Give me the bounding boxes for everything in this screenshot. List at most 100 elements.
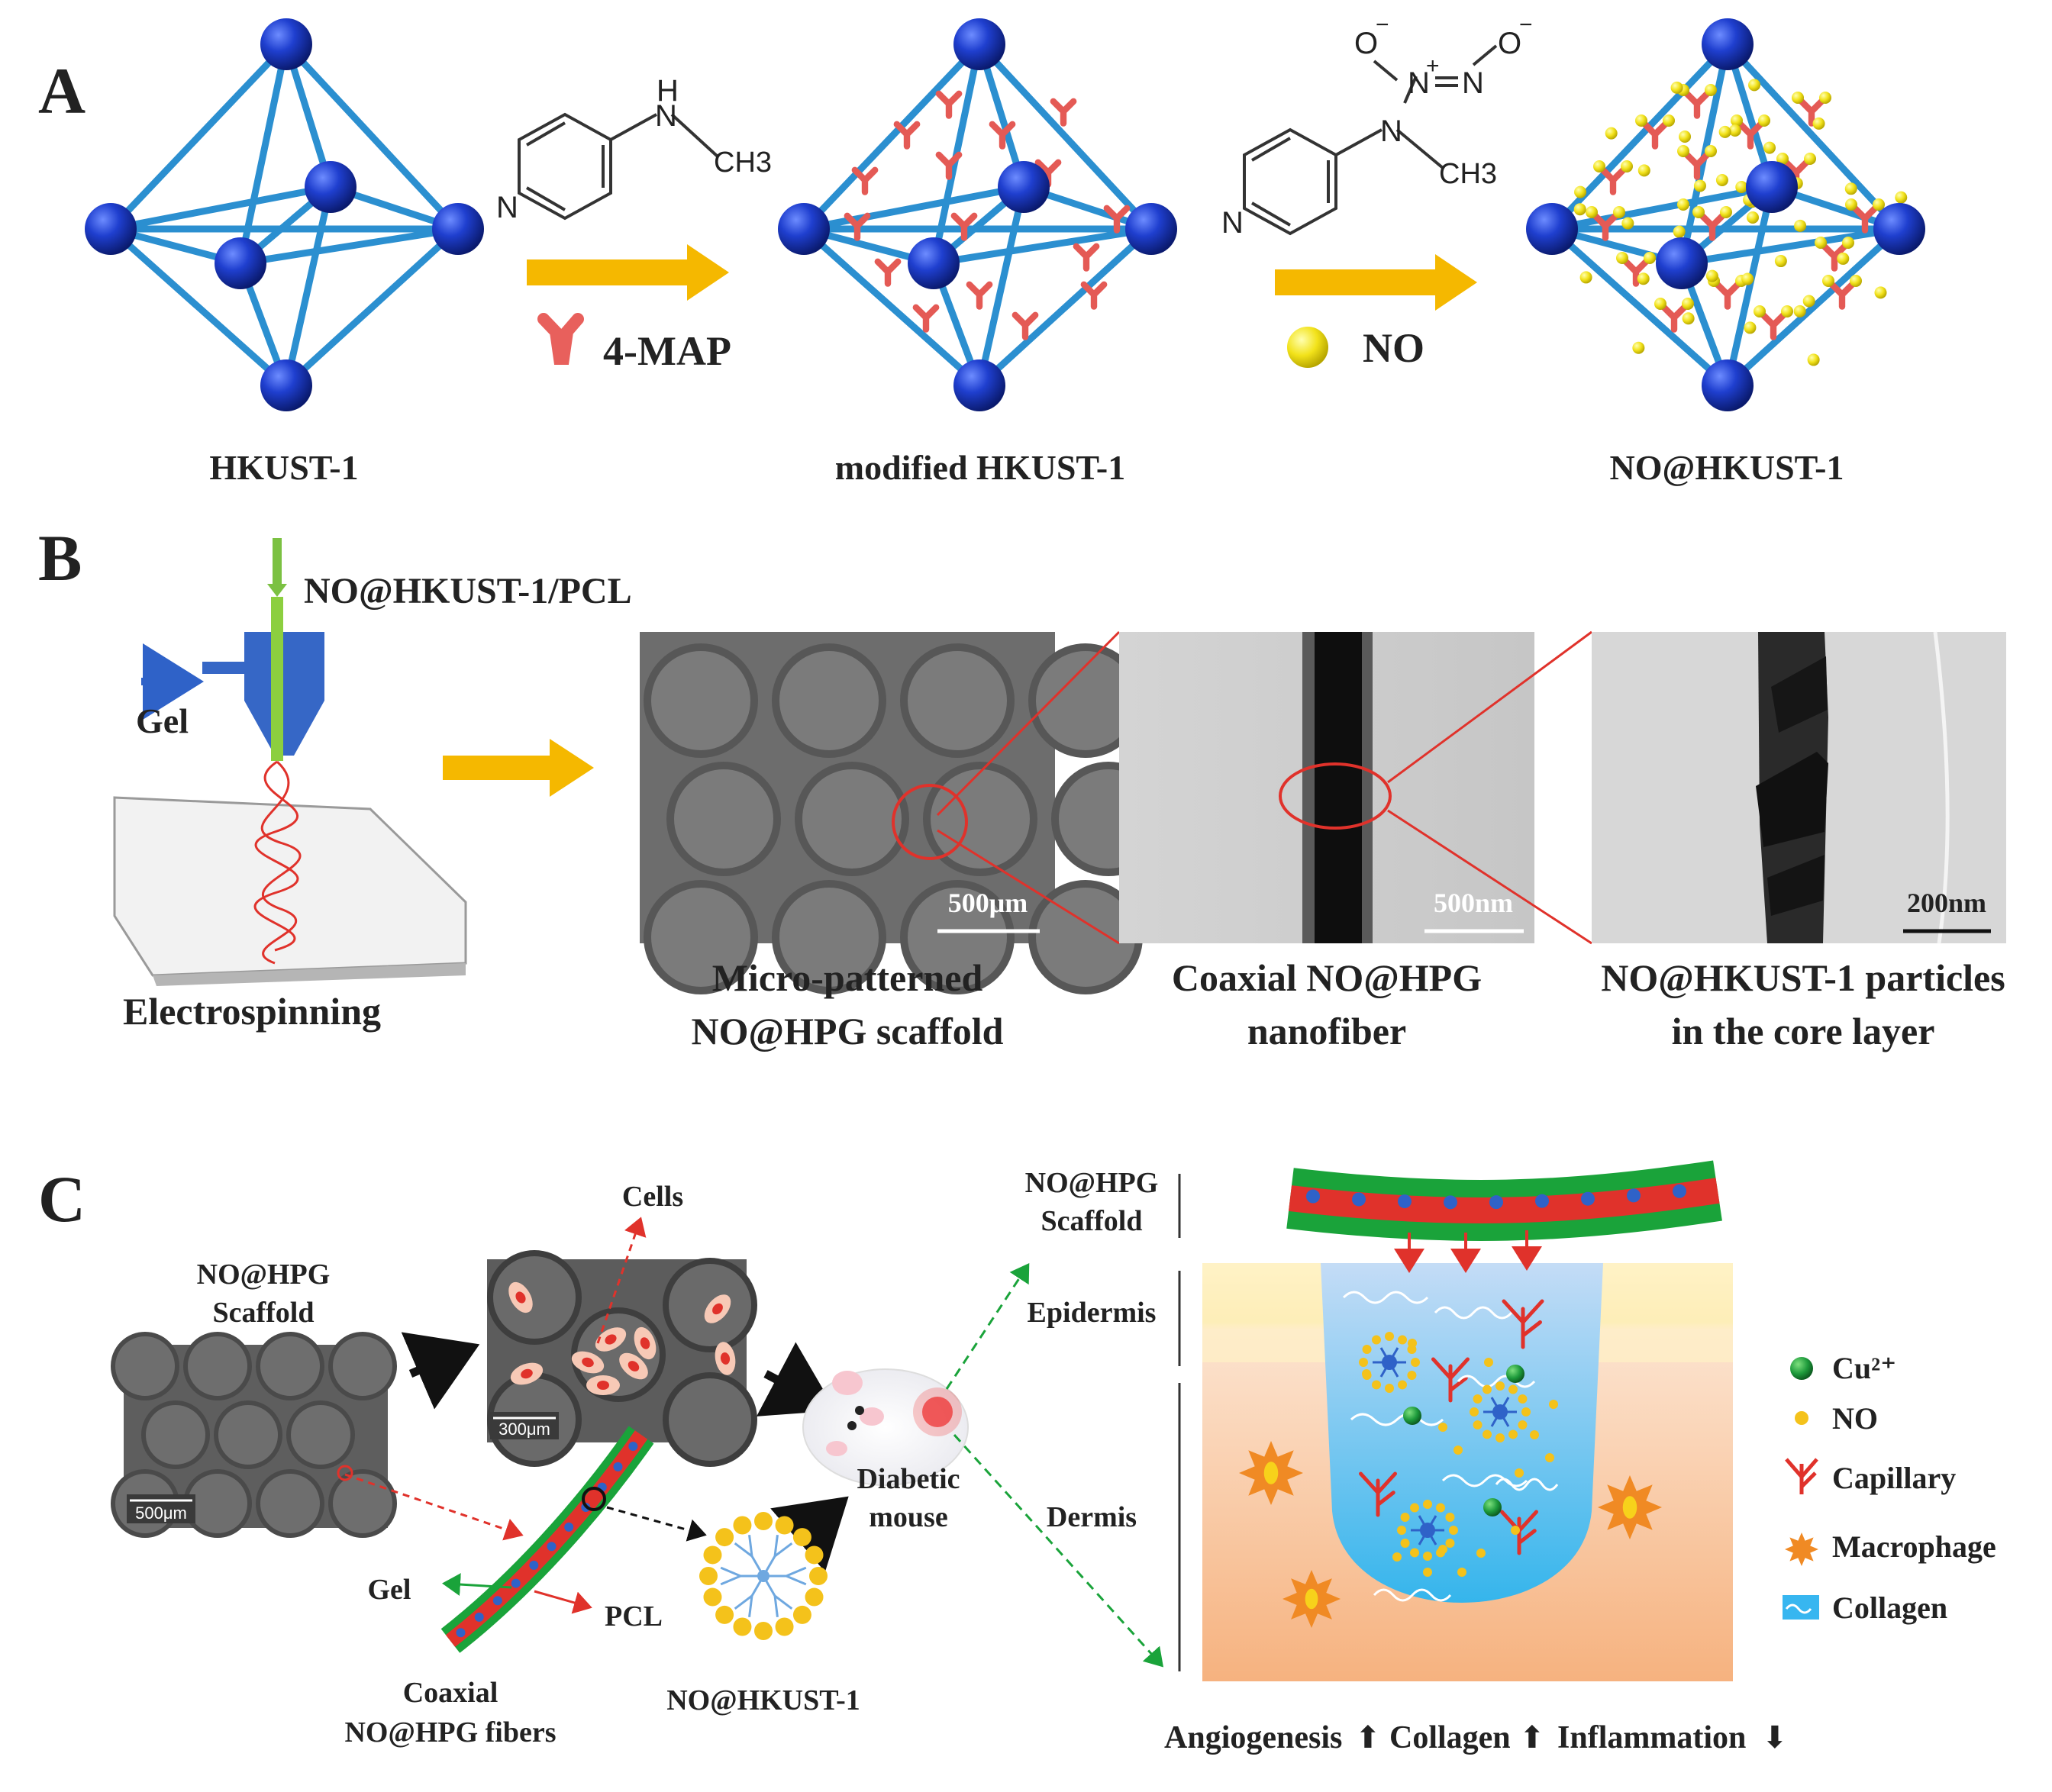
linker-mark xyxy=(874,258,902,287)
collagen-fiber xyxy=(1457,1375,1536,1388)
sem-caption-2: NO@HPG scaffold xyxy=(692,1010,1004,1052)
scale-left-label: 500μm xyxy=(135,1504,187,1523)
sem-pore xyxy=(795,762,909,876)
4-map-label: 4-MAP xyxy=(603,328,731,374)
no-molecule xyxy=(792,1528,811,1547)
no-molecule xyxy=(1508,1384,1518,1394)
no-molecule xyxy=(1705,84,1717,96)
linker-mark xyxy=(1050,98,1077,127)
modified-hkust-1-octahedron xyxy=(778,18,1177,411)
metal-node xyxy=(260,18,312,70)
dendrimer-branch xyxy=(762,1575,776,1597)
no-molecule xyxy=(1748,79,1761,92)
mouse-icon xyxy=(802,1368,969,1486)
sem-pore xyxy=(286,1400,355,1469)
metal-node xyxy=(432,203,484,255)
tem1-scale-label: 500nm xyxy=(1434,888,1513,918)
linker-mark xyxy=(1622,258,1650,287)
collagen-fiber xyxy=(1434,1306,1513,1320)
no-molecule xyxy=(715,1605,734,1624)
no-molecule xyxy=(1408,1339,1417,1348)
legend-capillary-label: Capillary xyxy=(1832,1461,1956,1495)
linker-mark xyxy=(912,304,940,333)
no-molecule xyxy=(1747,211,1759,224)
no-molecule xyxy=(1521,1407,1531,1417)
coaxial-fiber xyxy=(440,1426,654,1653)
no-molecule xyxy=(775,1516,794,1535)
linker-mark xyxy=(1851,205,1879,234)
legend-capillary-icon xyxy=(1785,1458,1818,1494)
no-molecule xyxy=(1362,1345,1372,1354)
pore xyxy=(663,1372,757,1467)
linker-mark xyxy=(1080,281,1108,310)
no-molecule xyxy=(703,1587,722,1607)
framework-bond xyxy=(800,40,983,233)
legend-no-label: NO xyxy=(1832,1401,1878,1436)
skin-wound-section xyxy=(1202,1263,1733,1681)
mof-branch xyxy=(1499,1411,1510,1427)
cell-nucleus xyxy=(640,1337,650,1349)
nonoate-ch3: CH3 xyxy=(1439,158,1497,190)
no-molecule xyxy=(1476,1549,1486,1558)
no-molecule xyxy=(809,1567,828,1585)
framework-bond xyxy=(1724,225,1903,389)
no-molecule xyxy=(1679,130,1692,143)
nonoate-n-eq: N xyxy=(1462,66,1484,100)
no-molecule xyxy=(733,1516,752,1535)
dendrimer-branch xyxy=(786,1566,807,1578)
no-molecule xyxy=(1473,1394,1483,1404)
dendrimer-branch xyxy=(774,1594,793,1610)
linker-mark xyxy=(1798,98,1825,127)
no-label: NO xyxy=(1363,325,1424,371)
4-map-h: H xyxy=(657,74,679,108)
no-molecule xyxy=(1457,1568,1466,1577)
nonoate-structure xyxy=(1243,44,1498,236)
pore xyxy=(487,1250,582,1345)
legend-cu-label: Cu²⁺ xyxy=(1832,1351,1896,1385)
cell-nucleus xyxy=(597,1381,609,1390)
no-molecule xyxy=(1781,305,1793,317)
panel-c: C NO@HPG Scaffold 500μm 300μm Cells xyxy=(38,1160,1996,1755)
no-molecule xyxy=(1720,206,1732,218)
linker-mark xyxy=(935,90,963,119)
framework-bond xyxy=(976,225,1155,389)
no-molecule xyxy=(1359,1358,1368,1367)
panel-a-label: A xyxy=(38,54,86,127)
no-molecule xyxy=(1676,198,1689,211)
sem-pore xyxy=(183,1332,252,1400)
cell-nucleus xyxy=(605,1334,617,1345)
nonoate-o-left: O xyxy=(1354,27,1378,60)
collagen-fiber xyxy=(1495,1478,1559,1491)
no-molecule xyxy=(1735,180,1748,193)
electrospinning-jet xyxy=(253,760,299,952)
no-molecule xyxy=(1436,1503,1445,1513)
sem-pore xyxy=(256,1469,324,1538)
linker-mark xyxy=(1592,212,1619,241)
linker-mark xyxy=(1641,121,1669,150)
fiber-caption-2: NO@HPG fibers xyxy=(344,1716,556,1748)
mof-particle xyxy=(529,1560,539,1570)
no-molecule xyxy=(754,1512,773,1530)
tem2-caption-1: NO@HKUST-1 particles xyxy=(1601,956,2005,999)
legend-macrophage-label: Macrophage xyxy=(1832,1529,1996,1564)
mof-particle xyxy=(564,1522,574,1532)
no-molecule xyxy=(1397,1526,1406,1535)
no-molecule xyxy=(775,1617,794,1636)
nonoate-amine-n: N xyxy=(1380,114,1402,148)
collagen-fiber xyxy=(1350,1413,1444,1426)
fiber-caption-1: Coaxial xyxy=(403,1677,498,1709)
sem-pore xyxy=(328,1332,397,1400)
no-molecule xyxy=(1763,141,1776,154)
no-molecule xyxy=(1410,1548,1419,1558)
legend-no-icon xyxy=(1795,1411,1808,1425)
no-molecule xyxy=(1802,295,1815,308)
framework-bond xyxy=(282,225,462,389)
metal-node xyxy=(1656,237,1708,289)
dendrimer-branch xyxy=(748,1595,753,1617)
mof-particle xyxy=(628,1441,638,1451)
no-molecule xyxy=(1637,164,1650,177)
scaffold-label-2: Scaffold xyxy=(213,1297,315,1329)
sem-pore xyxy=(900,643,1015,758)
no-molecule xyxy=(1741,272,1754,285)
panel-a: A H N N CH3 4-MAP xyxy=(38,12,1925,487)
